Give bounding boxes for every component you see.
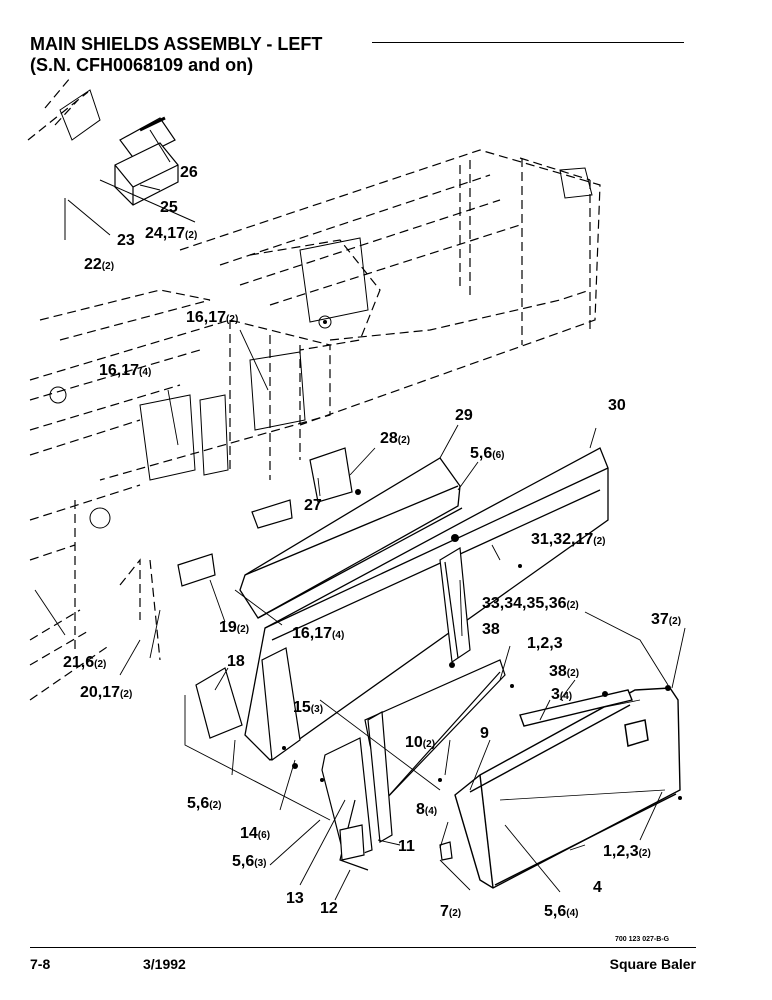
callout-29: 29	[455, 407, 473, 424]
callout-13: 13	[286, 890, 304, 907]
callout-37: 37(2)	[651, 611, 681, 628]
toolbox-assembly	[114, 116, 179, 206]
callout-19: 19(2)	[219, 619, 249, 636]
shield-30-main-panel	[244, 447, 609, 761]
shield-4-door	[454, 687, 681, 889]
callout-12: 12	[320, 900, 338, 917]
revision-date: 3/1992	[143, 956, 186, 972]
callout-5-6-upper: 5,6(6)	[470, 445, 504, 462]
callout-16-17-left: 16,17(4)	[99, 362, 151, 379]
product-name: Square Baler	[609, 956, 696, 972]
page-number: 7-8	[30, 956, 51, 972]
callout-22: 22(2)	[84, 256, 114, 273]
page-title: MAIN SHIELDS ASSEMBLY - LEFT	[30, 34, 323, 54]
callout-38: 38	[482, 621, 500, 638]
callout-1-2-3-upper: 1,2,3	[527, 635, 563, 652]
front-panel-and-bracket	[261, 546, 471, 762]
document-number: 700 123 027-B-G	[615, 936, 670, 943]
callout-4: 4	[593, 879, 602, 896]
callout-20-17: 20,17(2)	[80, 684, 132, 701]
small-brackets	[177, 447, 453, 861]
leader-lines	[34, 329, 686, 901]
callout-3: 3(4)	[551, 686, 572, 703]
callout-21-6: 21,6(2)	[63, 654, 106, 671]
callout-18: 18	[227, 653, 245, 670]
callout-28: 28(2)	[380, 430, 410, 447]
callout-5-6-lower: 5,6(4)	[544, 903, 578, 920]
callout-27: 27	[304, 497, 322, 514]
callout-7: 7(2)	[440, 903, 461, 920]
callout-33-34-35-36: 33,34,35,36(2)	[482, 595, 579, 612]
part-callouts: 26 25 24,17(2) 23 22(2) 16,17(2) 16,17(4…	[63, 164, 681, 920]
callout-16-17-lower: 16,17(4)	[292, 625, 344, 642]
callout-11: 11	[398, 838, 415, 855]
callout-5-6-middle: 5,6(3)	[232, 853, 266, 870]
callout-16-17-upper: 16,17(2)	[186, 309, 238, 326]
callout-9: 9	[480, 725, 489, 742]
callout-15: 15(3)	[293, 699, 323, 716]
callout-8: 8(4)	[416, 801, 437, 818]
callout-5-6-left: 5,6(2)	[187, 795, 221, 812]
callout-1-2-3-lower: 1,2,3(2)	[603, 843, 651, 860]
frame-details	[49, 89, 593, 529]
footer-rule	[30, 947, 696, 948]
callout-14: 14(6)	[240, 825, 270, 842]
callout-38-pair: 38(2)	[549, 663, 579, 680]
callout-23: 23	[117, 232, 135, 249]
callout-26: 26	[180, 164, 198, 181]
callout-31-32-17: 31,32,17(2)	[531, 531, 606, 548]
callout-10: 10(2)	[405, 734, 435, 751]
callout-24-17: 24,17(2)	[145, 225, 197, 242]
shield-29	[239, 457, 463, 619]
title-rule	[372, 42, 684, 43]
serial-range: (S.N. CFH0068109 and on)	[30, 55, 254, 75]
hardware-points	[282, 320, 682, 800]
callout-30: 30	[608, 397, 626, 414]
callout-25: 25	[160, 199, 178, 216]
phantom-baler-frame	[27, 77, 601, 701]
toolbox-leaders	[64, 129, 196, 240]
